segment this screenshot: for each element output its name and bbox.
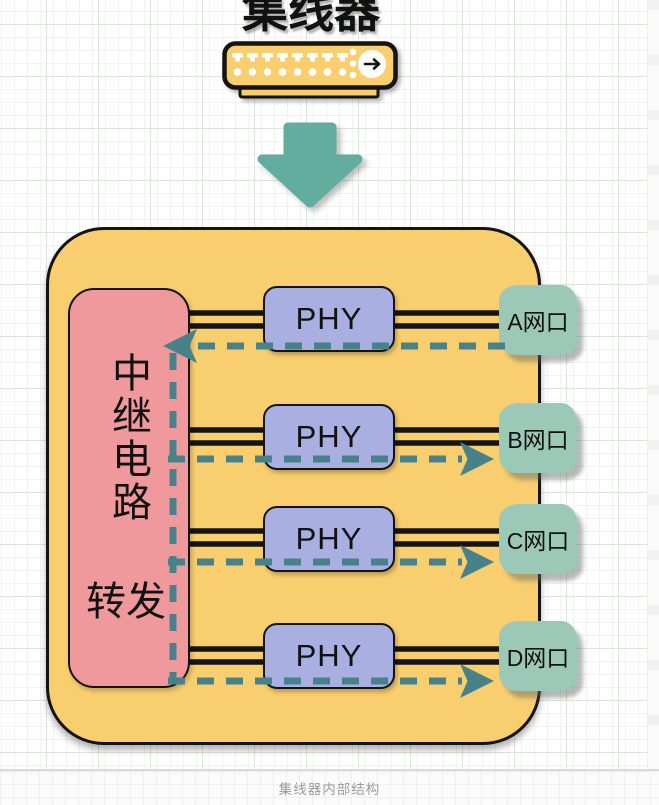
hub-device-icon <box>222 41 398 99</box>
forward-label: 转发 <box>86 580 166 624</box>
arrowhead-into-relay <box>163 329 197 363</box>
diagram-caption: 集线器内部结构 <box>278 782 381 797</box>
diagram-title: 集线器 <box>242 0 380 37</box>
arrowhead-to-port-b <box>460 442 494 476</box>
page-edge-strip <box>647 0 659 805</box>
canvas-footer <box>0 771 659 805</box>
uplink-arrow-icon <box>363 58 381 70</box>
phy-box-a: PHY <box>263 286 395 352</box>
port-a: A网口 <box>499 285 577 355</box>
down-arrow-icon <box>257 122 363 208</box>
arrowhead-to-port-d <box>460 664 494 698</box>
port-b: B网口 <box>499 403 577 473</box>
relay-circuit-label: 中继电路 <box>106 352 150 524</box>
port-d: D网口 <box>499 621 577 691</box>
port-c: C网口 <box>499 504 577 574</box>
phy-box-d: PHY <box>263 623 395 689</box>
arrowhead-to-port-c <box>460 545 494 579</box>
footer-divider <box>0 769 659 771</box>
